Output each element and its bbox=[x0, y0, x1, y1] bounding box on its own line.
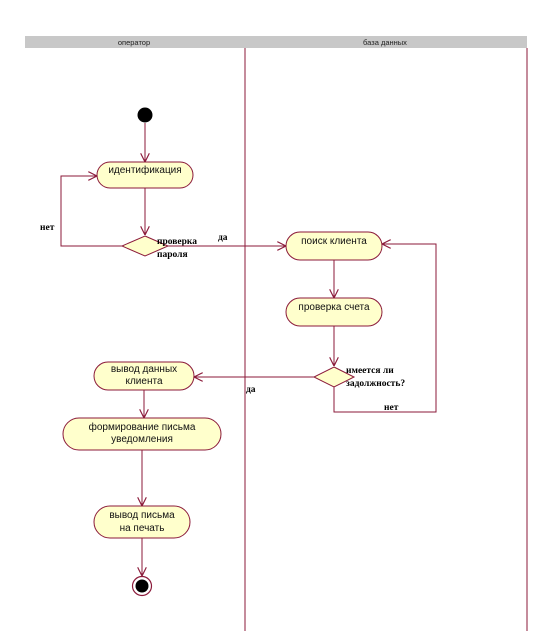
guard-password-yes: да bbox=[218, 233, 228, 243]
decision-password-label-line1: проверка bbox=[157, 237, 197, 247]
decision-password-check bbox=[120, 235, 170, 257]
activity-output-client-data-line2: клиента bbox=[125, 376, 162, 387]
decision-debt-label-line2: задолжность? bbox=[346, 379, 405, 389]
activity-form-letter-line1: формирование письма bbox=[89, 421, 196, 433]
lane-title-database: база данных bbox=[363, 38, 407, 47]
final-node bbox=[131, 575, 153, 597]
activity-search-client-label: поиск клиента bbox=[301, 236, 367, 247]
activity-identification-label: идентификация bbox=[108, 164, 181, 176]
flow-debt-no-loop bbox=[333, 244, 437, 413]
initial-node bbox=[137, 107, 153, 123]
guard-password-no: нет bbox=[40, 223, 55, 233]
guard-debt-yes: да bbox=[246, 385, 256, 395]
flow-password-no-loop bbox=[60, 176, 122, 247]
activity-output-client-data-line1: вывод данных bbox=[111, 364, 177, 375]
lane-title-operator: оператор bbox=[118, 38, 150, 47]
activity-check-account-label: проверка счета bbox=[298, 302, 370, 313]
swimlane-header bbox=[25, 36, 527, 48]
activity-form-letter-line2: уведомления bbox=[111, 434, 173, 445]
guard-debt-no: нет bbox=[384, 403, 399, 413]
activity-print-letter-line2: на печать bbox=[120, 523, 165, 534]
decision-password-label-line2: пароля bbox=[157, 250, 188, 260]
activity-print-letter-line1: вывод письма bbox=[109, 510, 175, 521]
decision-debt-label-line1: имеется ли bbox=[346, 366, 394, 376]
